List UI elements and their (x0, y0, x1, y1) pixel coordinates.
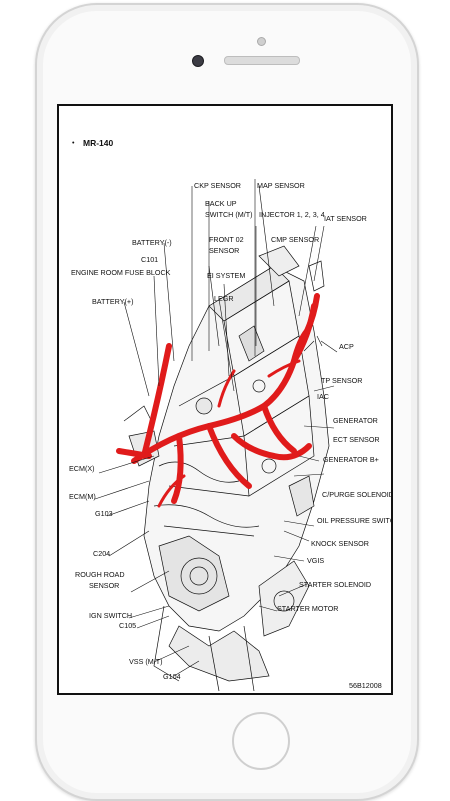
label-cmp-sensor: CMP SENSOR (271, 235, 319, 244)
earpiece-speaker (224, 56, 300, 65)
label-tp-sensor: TP SENSOR (321, 376, 362, 385)
label-legr: LEGR (214, 294, 234, 303)
engine-wiring-diagram: • MR-140 (69, 138, 393, 692)
figure-code: 56B12008 (349, 681, 382, 690)
label-ckp-sensor: CKP SENSOR (194, 181, 241, 190)
label-generator: GENERATOR (333, 416, 378, 425)
label-generator-b: GENERATOR B+ (323, 455, 379, 464)
bullet: • (72, 138, 75, 147)
label-vss-mt: VSS (M/T) (129, 657, 163, 666)
proximity-sensor (257, 37, 266, 46)
label-map-sensor: MAP SENSOR (257, 181, 305, 190)
label-vgis: VGIS (307, 556, 324, 565)
label-back-up-switch: BACK UP (205, 199, 237, 208)
screen: • MR-140 (57, 104, 393, 695)
label-ect-sensor: ECT SENSOR (333, 435, 380, 444)
label-front-02: FRONT 02 (209, 235, 244, 244)
diagram-title: MR-140 (83, 138, 114, 148)
label-ei-system: EI SYSTEM (207, 271, 245, 280)
label-g104: G104 (163, 672, 181, 681)
label-c105: C105 (119, 621, 136, 630)
label-acp: ACP (339, 342, 354, 351)
label-rough-road: ROUGH ROAD (75, 570, 125, 579)
label-battery-pos: BATTERY(+) (92, 297, 133, 306)
home-button[interactable] (232, 712, 290, 770)
label-g103: G103 (95, 509, 113, 518)
leader-lines (94, 179, 338, 677)
label-ign-switch: IGN SWITCH (89, 611, 132, 620)
label-ecm-x: ECM(X) (69, 464, 95, 473)
label-starter-motor: STARTER MOTOR (277, 604, 339, 613)
label-c-purge-solenoid: C/PURGE SOLENOID (322, 490, 393, 499)
label-iat-sensor: IAT SENSOR (324, 214, 367, 223)
wiring-harness (116, 293, 320, 504)
label-engine-room-fuse-block: ENGINE ROOM FUSE BLOCK (71, 268, 171, 277)
front-camera (192, 55, 204, 67)
label-starter-solenoid: STARTER SOLENOID (299, 580, 371, 589)
label-oil-pressure-switch: OIL PRESSURE SWITCH (317, 516, 393, 525)
label-back-up-switch-2: SWITCH (M/T) (205, 210, 253, 219)
engine-block (123, 245, 330, 692)
label-rough-road-2: SENSOR (89, 581, 119, 590)
label-c204: C204 (93, 549, 110, 558)
label-front-02-2: SENSOR (209, 246, 239, 255)
label-battery-neg: BATTERY(-) (132, 238, 172, 247)
label-knock-sensor: KNOCK SENSOR (311, 539, 369, 548)
label-c101: C101 (141, 255, 158, 264)
label-iac: IAC (317, 392, 329, 401)
label-ecm-m: ECM(M) (69, 492, 96, 501)
label-injector: INJECTOR 1, 2, 3, 4 (259, 210, 325, 219)
